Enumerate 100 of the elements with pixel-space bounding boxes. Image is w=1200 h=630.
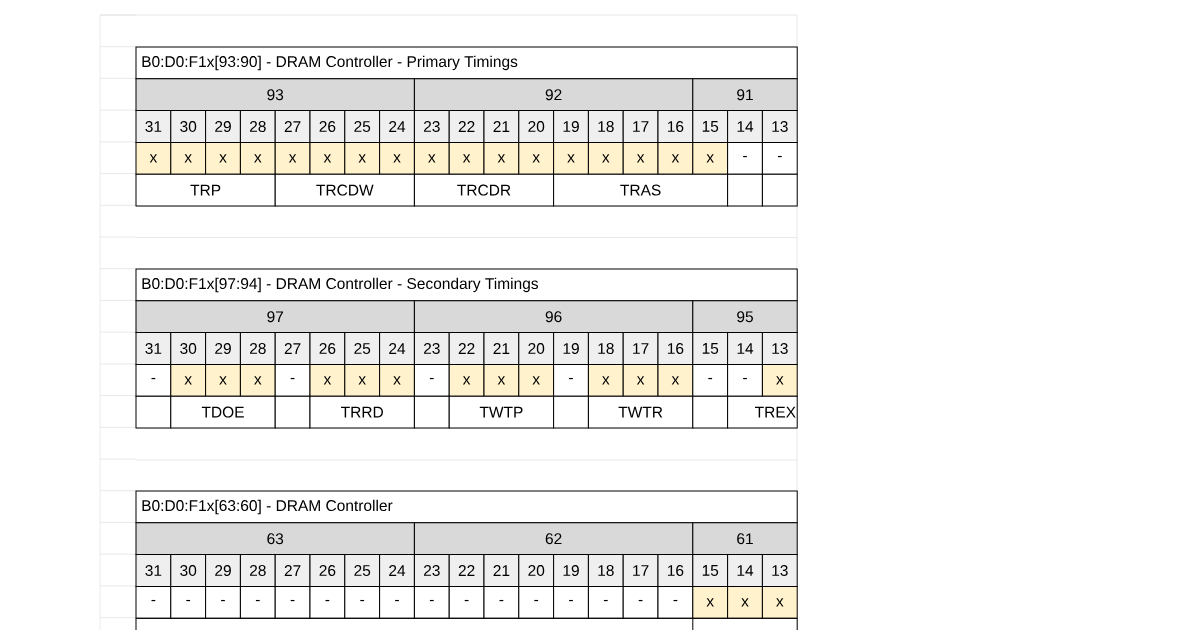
table-cell: 31: [135, 332, 172, 365]
table-cell: x: [135, 141, 172, 175]
table-cell: 20: [518, 332, 555, 365]
table-cell: TRCDW: [274, 173, 415, 207]
table-cell: 14: [727, 554, 763, 587]
table-cell: 20: [518, 110, 555, 143]
table-cell: 25: [344, 554, 381, 587]
table-cell: 19: [553, 110, 589, 143]
table-cell: 30: [170, 110, 207, 143]
table-cell: 28: [239, 332, 276, 365]
table-cell: x: [622, 141, 659, 175]
table-cell: x: [483, 363, 520, 397]
table-cell: 16: [657, 332, 694, 365]
table-cell: 29: [205, 110, 241, 143]
table-cell: x: [518, 363, 555, 397]
table-cell: 14: [727, 332, 763, 365]
table-cell: 15: [692, 110, 729, 143]
table-cell: 30: [170, 332, 207, 365]
table-cell: x: [309, 363, 346, 397]
table-cell: 26: [309, 332, 346, 365]
table-cell: x: [448, 141, 485, 175]
table-cell: 18: [587, 554, 624, 587]
table-cell: x: [344, 141, 381, 175]
table-cell: x: [205, 141, 241, 175]
table-cell: x: [657, 141, 694, 175]
table-cell: -: [135, 363, 172, 397]
table-cell: 13: [761, 332, 798, 365]
table-cell: 17: [622, 554, 659, 587]
table-cell: x: [309, 141, 346, 175]
table-cell: 61: [692, 522, 798, 556]
table-cell: 19: [553, 332, 589, 365]
table-cell: x: [692, 141, 729, 175]
table-cell: 14: [727, 110, 763, 143]
table-cell: 29: [205, 554, 241, 587]
table-cell: x: [483, 141, 520, 175]
table-cell: x: [692, 585, 729, 619]
table-cell: x: [518, 141, 555, 175]
table-cell: -: [483, 585, 520, 619]
table-cell: 18: [587, 332, 624, 365]
table-cell: 97: [135, 300, 415, 334]
table-cell: TREX: [727, 395, 798, 429]
table-cell: 21: [483, 554, 520, 587]
table-cell: x: [344, 363, 381, 397]
table-cell: -: [413, 363, 450, 397]
table-cell: 16: [657, 110, 694, 143]
table-cell: 27: [274, 332, 311, 365]
table-cell: -: [727, 363, 763, 397]
table-cell: 25: [344, 332, 381, 365]
table-cell: x: [761, 585, 798, 619]
table-cell: 21: [483, 332, 520, 365]
table-cell: x: [170, 141, 207, 175]
table-cell: 17: [622, 110, 659, 143]
table-title: B0:D0:F1x[93:90] - DRAM Controller - Primary Timings: [135, 46, 798, 80]
table-cell: -: [727, 141, 763, 175]
table-cell: 28: [239, 554, 276, 587]
table-cell: 27: [274, 110, 311, 143]
table-cell: x: [413, 141, 450, 175]
table-cell: 31: [135, 110, 172, 143]
table-cell: 22: [448, 110, 485, 143]
table-cell: -: [692, 363, 729, 397]
table-cell: 18: [587, 110, 624, 143]
table-cell: 17: [622, 332, 659, 365]
table-cell: 19: [553, 554, 589, 587]
table-cell: -: [622, 585, 659, 619]
table-cell: -: [413, 585, 450, 619]
table-cell: x: [379, 363, 415, 397]
table-cell: 23: [413, 110, 450, 143]
table-cell: 13: [761, 554, 798, 587]
table-cell: TRP: [135, 173, 276, 207]
table-cell: x: [727, 585, 763, 619]
table-cell: x: [553, 141, 589, 175]
table-cell: 91: [692, 78, 798, 112]
table-title: B0:D0:F1x[63:60] - DRAM Controller: [135, 490, 798, 524]
table-cell: 22: [448, 332, 485, 365]
table-cell: 25: [344, 110, 381, 143]
table-cell: 26: [309, 554, 346, 587]
table-cell: -: [274, 363, 311, 397]
table-cell: -: [553, 363, 589, 397]
table-cell: 24: [379, 554, 415, 587]
table-cell: 93: [135, 78, 415, 112]
table-cell: -: [587, 585, 624, 619]
table-cell: 31: [135, 554, 172, 587]
table-cell: x: [239, 141, 276, 175]
table-cell: -: [518, 585, 555, 619]
table-cell: -: [379, 585, 415, 619]
table-cell: -: [657, 585, 694, 619]
table-cell: x: [657, 363, 694, 397]
table-cell: x: [274, 141, 311, 175]
table-cell: x: [587, 363, 624, 397]
table-cell: 63: [135, 522, 415, 556]
table-cell: 20: [518, 554, 555, 587]
table-cell: 27: [274, 554, 311, 587]
table-cell: 95: [692, 300, 798, 334]
table-cell: 26: [309, 110, 346, 143]
table-cell: x: [239, 363, 276, 397]
table-cell: 24: [379, 332, 415, 365]
table-cell: -: [135, 585, 172, 619]
table-cell: x: [170, 363, 207, 397]
table-cell: -: [309, 585, 346, 619]
table-cell: 16: [657, 554, 694, 587]
